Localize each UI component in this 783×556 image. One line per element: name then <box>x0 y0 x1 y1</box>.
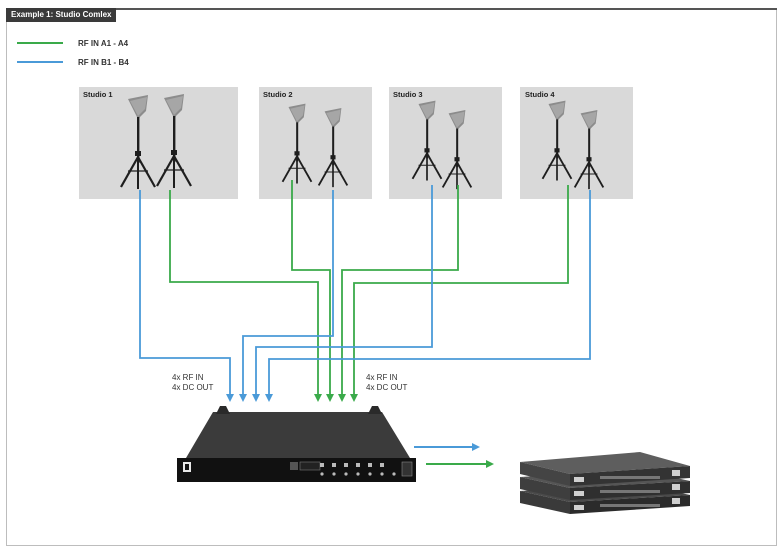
cable-a3 <box>338 185 459 402</box>
legend: RF IN A1 - A4 RF IN B1 - B4 <box>17 39 129 67</box>
left-ports-line2: 4x DC OUT <box>172 383 213 392</box>
antenna-splitter-icon <box>177 406 416 482</box>
studio-1-label: Studio 1 <box>83 90 113 99</box>
cable-a1 <box>169 190 322 402</box>
cable-b4 <box>265 190 591 402</box>
studio-4: Studio 4 <box>520 87 633 199</box>
receiver-rack-icon <box>520 452 690 514</box>
cable-a4 <box>350 185 569 402</box>
studio-3-label: Studio 3 <box>393 90 423 99</box>
output-arrows <box>414 443 494 468</box>
studio-1: Studio 1 <box>79 87 238 199</box>
studio-2: Studio 2 <box>259 87 372 199</box>
device-port-labels: 4x RF IN 4x DC OUT 4x RF IN 4x DC OUT <box>172 373 407 392</box>
frame-top-rule <box>6 8 777 10</box>
cable-b1 <box>139 190 234 402</box>
right-ports-line1: 4x RF IN <box>366 373 398 382</box>
legend-label-b: RF IN B1 - B4 <box>78 58 129 67</box>
cables <box>139 180 591 402</box>
studio-3: Studio 3 <box>389 87 502 199</box>
example-title-tab: Example 1: Studio Comlex <box>6 8 117 22</box>
studio-4-label: Studio 4 <box>525 90 555 99</box>
legend-label-a: RF IN A1 - A4 <box>78 39 129 48</box>
cable-b2 <box>239 190 334 402</box>
cable-b3 <box>252 185 433 402</box>
cable-a2 <box>291 180 334 402</box>
right-ports-line2: 4x DC OUT <box>366 383 407 392</box>
studio-2-label: Studio 2 <box>263 90 293 99</box>
left-ports-line1: 4x RF IN <box>172 373 204 382</box>
